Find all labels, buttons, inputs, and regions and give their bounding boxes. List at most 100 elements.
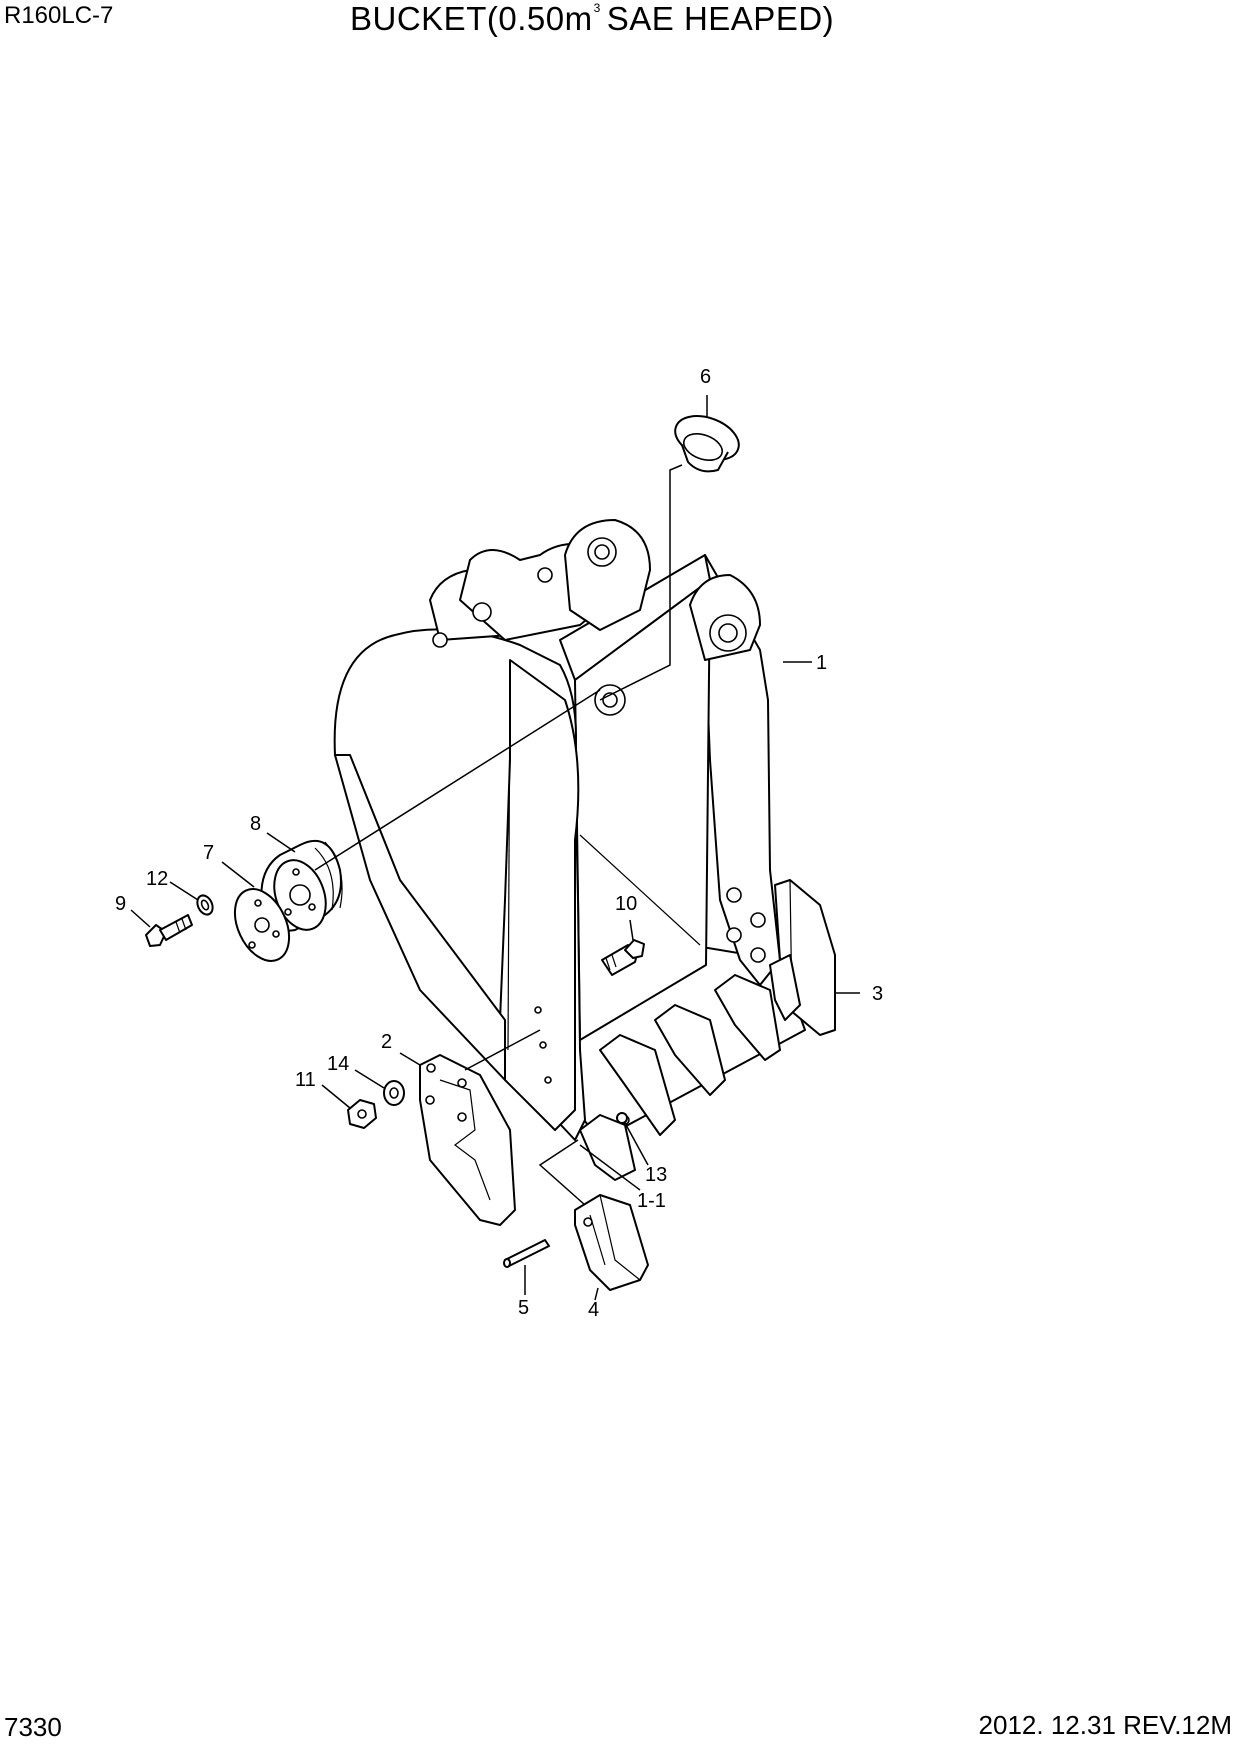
pin-5 xyxy=(504,1239,550,1267)
side-strip xyxy=(499,659,580,1131)
leader-13 xyxy=(624,1122,649,1166)
page-number: 7330 xyxy=(4,1712,62,1742)
revision-date: 2012. 12.31 REV.12M xyxy=(978,1710,1232,1740)
washer-14-bore xyxy=(389,1087,399,1099)
bolt-10-head xyxy=(624,939,645,959)
leader-11 xyxy=(321,1084,351,1109)
title-superscript: 3 xyxy=(593,1,601,15)
leader-1-1 xyxy=(579,1144,641,1191)
bracket-hole-3 xyxy=(537,567,553,583)
leader-8 xyxy=(266,832,296,853)
bushing-axis-line xyxy=(599,464,683,701)
callout-1: 1 xyxy=(816,652,827,674)
callout-10: 10 xyxy=(615,893,637,915)
cutter-hole-4 xyxy=(457,1112,467,1122)
strip-hole-3 xyxy=(544,1076,552,1084)
lock-part-13 xyxy=(616,1112,628,1124)
bushing-part-6 xyxy=(674,415,740,473)
callout-4: 4 xyxy=(588,1299,599,1321)
tooth-part-4 xyxy=(574,1194,649,1291)
title-main: BUCKET(0.50m xyxy=(350,0,593,37)
bolt-9-thread xyxy=(175,918,187,934)
leader-9 xyxy=(130,909,151,928)
bushing-bore xyxy=(682,433,724,461)
collar-hole-1 xyxy=(292,868,300,876)
leader-7 xyxy=(221,861,255,888)
bucket-body xyxy=(333,519,806,1141)
callout-1-1: 1-1 xyxy=(637,1190,666,1212)
collar-hole-3 xyxy=(284,908,292,916)
callout-14: 14 xyxy=(327,1053,349,1075)
callout-2: 2 xyxy=(381,1031,392,1053)
collar-hole-2 xyxy=(308,903,316,911)
cutter-axis-line xyxy=(464,1029,541,1071)
side-cutter-part-2 xyxy=(419,1054,516,1226)
boss-hole-b-inner xyxy=(718,623,738,643)
plate-hole-1 xyxy=(254,899,262,907)
plate-part-7 xyxy=(233,888,291,962)
washer-part-12 xyxy=(196,894,214,916)
bolt-9-shank xyxy=(159,914,193,941)
pin-part-5 xyxy=(503,1239,550,1268)
cutter-hole-3 xyxy=(425,1095,435,1105)
bucket-teeth xyxy=(579,954,801,1181)
floor-line xyxy=(579,834,701,946)
bolt-part-9 xyxy=(145,914,193,947)
callout-5: 5 xyxy=(518,1297,529,1319)
model-code: R160LC-7 xyxy=(4,2,114,29)
washer-part-14 xyxy=(383,1080,405,1106)
collar-ridges xyxy=(314,841,343,911)
nut-11-bore xyxy=(357,1109,367,1119)
tooth-axis-line xyxy=(538,1139,586,1206)
callout-6: 6 xyxy=(700,366,711,388)
callout-13: 13 xyxy=(645,1164,667,1186)
callout-11: 11 xyxy=(295,1069,316,1091)
side-bolt-3 xyxy=(750,912,766,928)
tooth-1 xyxy=(579,1114,636,1181)
left-side-cutter xyxy=(419,1054,516,1226)
cutter-hole-2 xyxy=(457,1078,467,1088)
cutter-hole-1 xyxy=(426,1063,436,1073)
strip-hole-2 xyxy=(539,1041,547,1049)
leader-4 xyxy=(594,1287,599,1301)
collar-bore xyxy=(289,884,311,906)
callout-8: 8 xyxy=(250,813,261,835)
plate-hole-2 xyxy=(272,930,280,938)
bracket-hole-1 xyxy=(472,602,492,622)
tooth-3 xyxy=(654,1004,726,1096)
callout-leaders xyxy=(130,395,860,1301)
left-cutter-cutout xyxy=(439,1079,491,1201)
exploded-tooth-hole xyxy=(583,1217,593,1227)
bolt-part-10 xyxy=(601,939,645,976)
leader-2 xyxy=(399,1052,421,1066)
side-bolt-2 xyxy=(726,927,742,943)
side-bolt-1 xyxy=(726,887,742,903)
collar-axis-line xyxy=(314,689,601,871)
side-bolt-4 xyxy=(750,947,766,963)
callout-3: 3 xyxy=(872,983,883,1005)
inner-edge-line xyxy=(507,669,511,1051)
tooth-2 xyxy=(599,1034,676,1136)
title-rest: SAE HEAPED) xyxy=(606,0,835,37)
tooth-5 xyxy=(769,954,801,1021)
callout-7: 7 xyxy=(203,842,214,864)
callout-9: 9 xyxy=(115,893,126,915)
tooth-4 xyxy=(714,974,781,1061)
plate-bore xyxy=(254,917,270,933)
assembly-lines xyxy=(314,464,683,1206)
leader-12 xyxy=(169,881,199,901)
plate-hole-3 xyxy=(248,941,256,949)
side-edge xyxy=(334,754,506,1081)
boss-plate-a xyxy=(564,519,651,631)
callout-12: 12 xyxy=(146,868,168,890)
page-title: BUCKET(0.50m3 SAE HEAPED) xyxy=(350,0,834,38)
washer-12-bore xyxy=(200,899,210,911)
pin-5-end xyxy=(503,1258,511,1268)
strip-hole-1 xyxy=(534,1006,542,1014)
lock-13 xyxy=(616,1112,628,1124)
nut-part-11 xyxy=(347,1099,377,1129)
bolt-10-thread xyxy=(605,954,617,971)
boss-hole-a-inner xyxy=(594,544,610,560)
callout-labels: 1 1-1 2 3 4 5 6 7 8 9 10 11 12 13 14 xyxy=(115,366,883,1321)
